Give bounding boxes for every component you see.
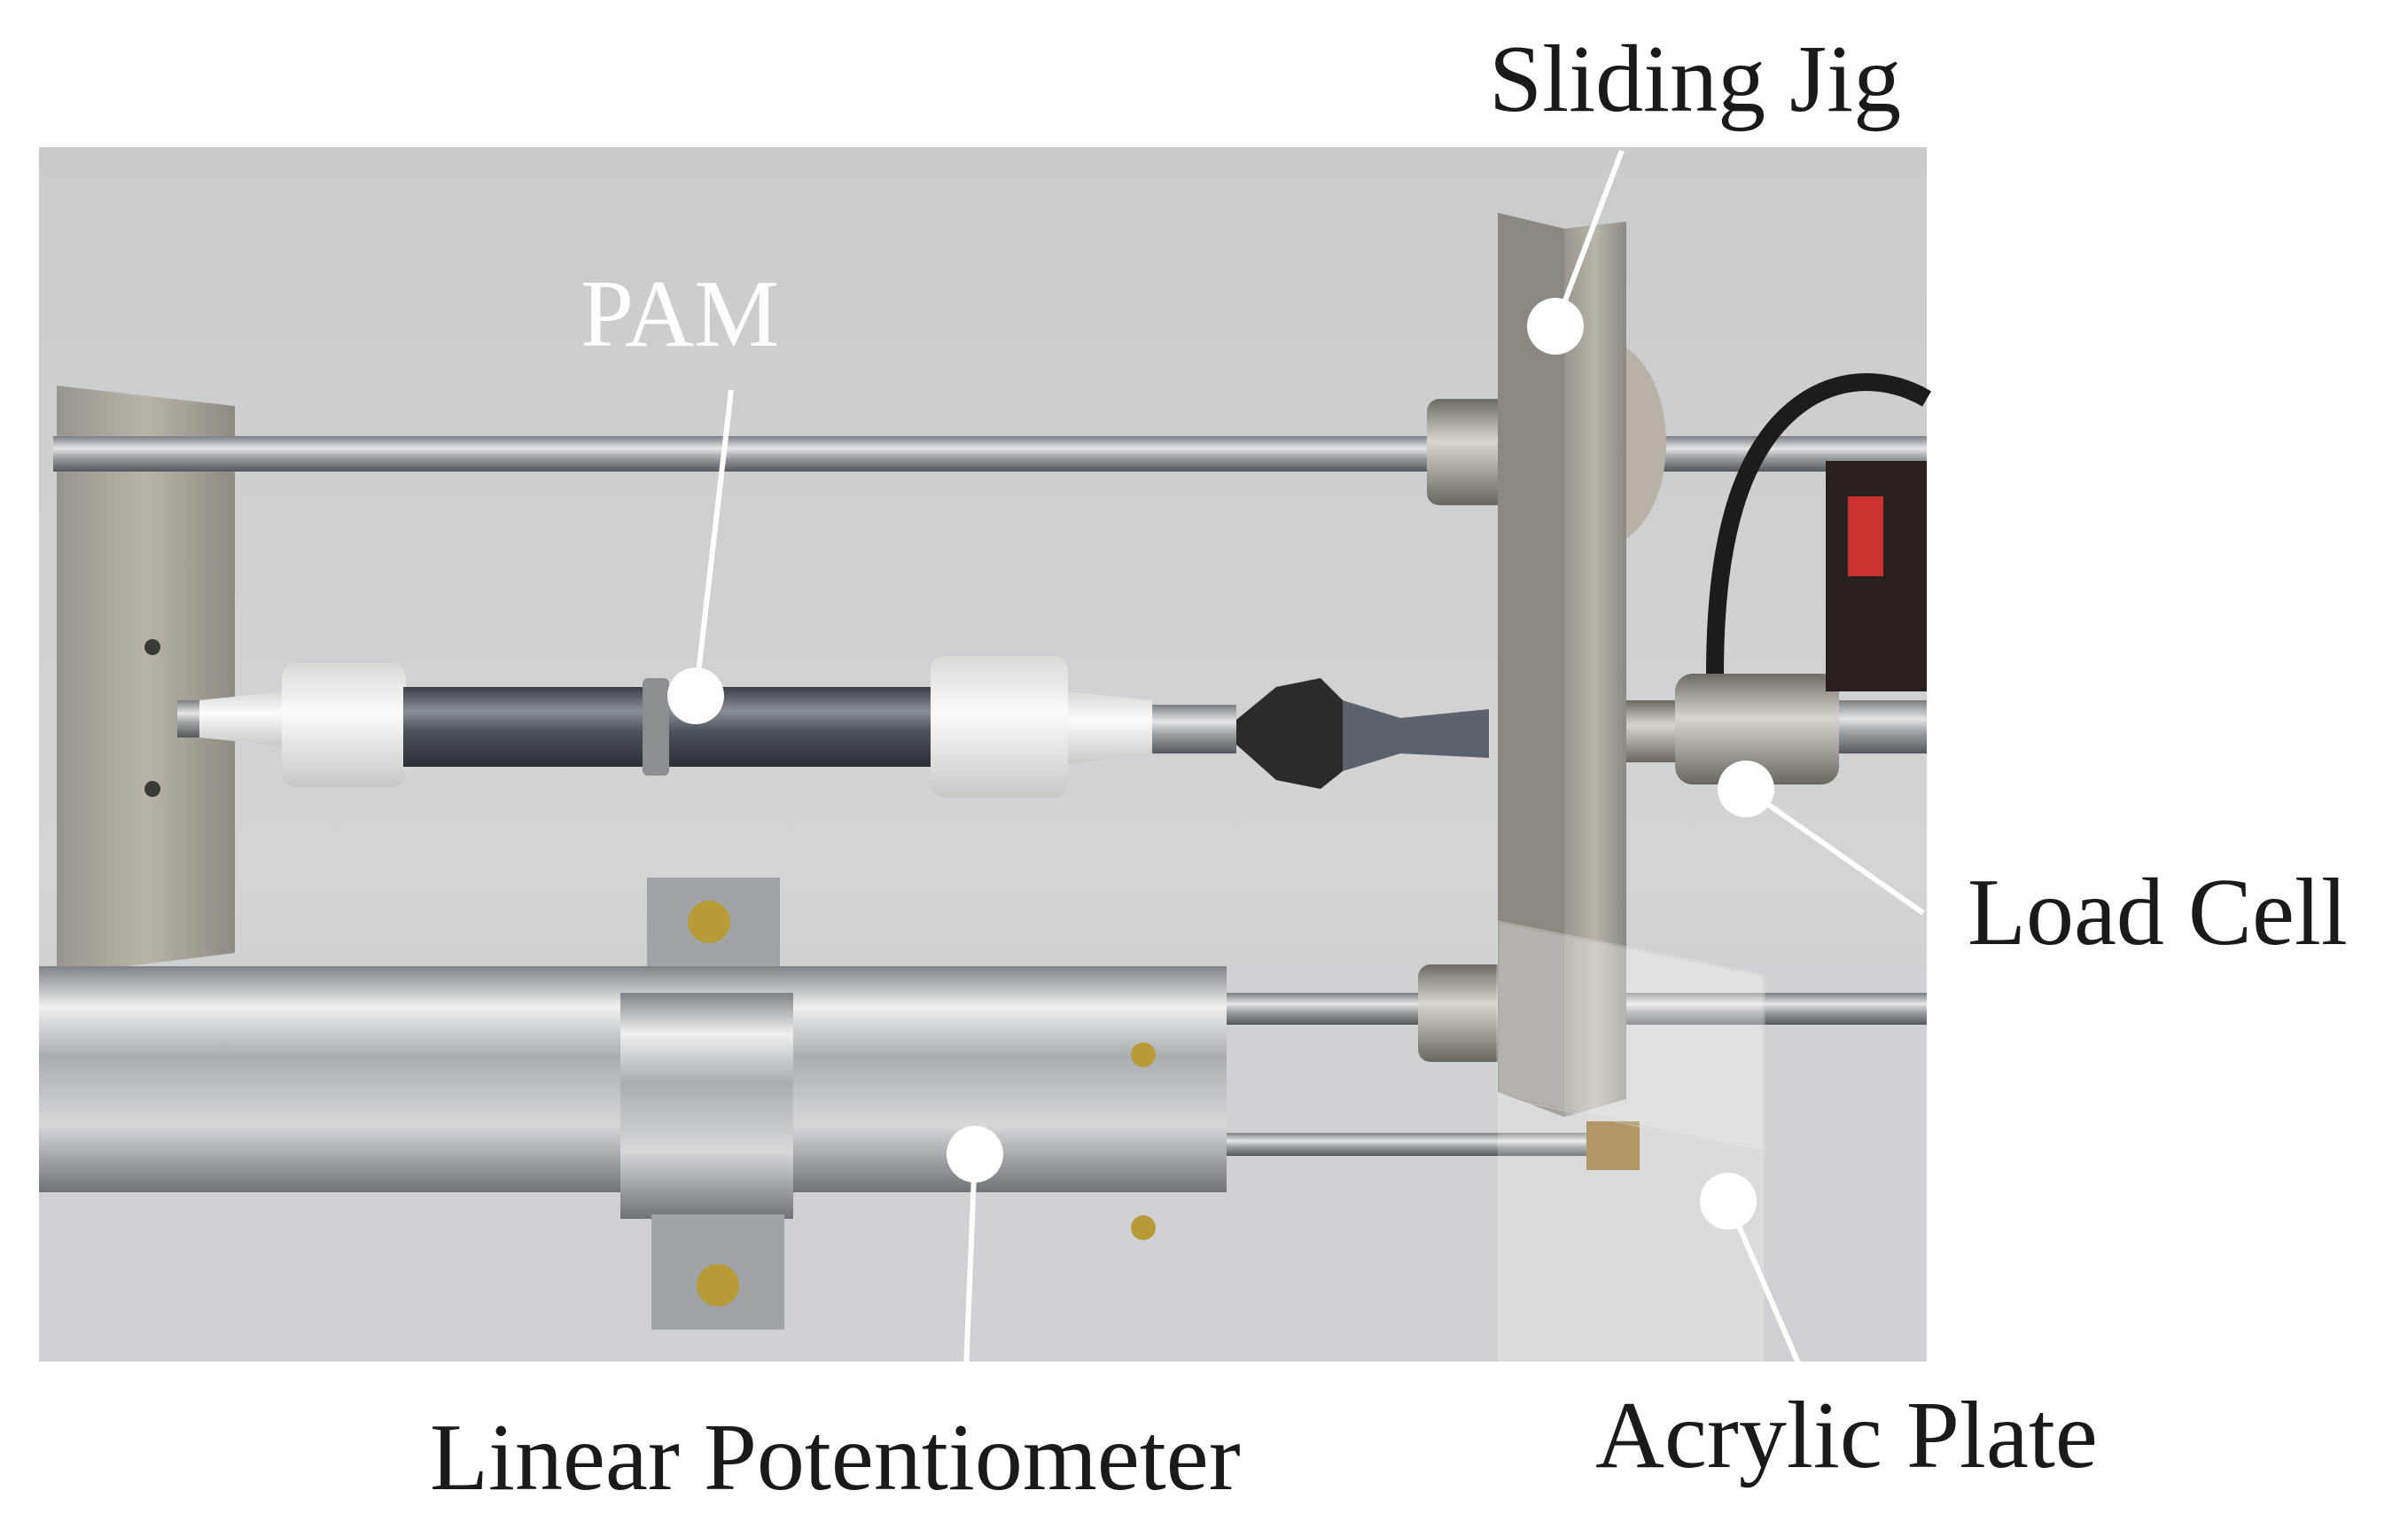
- sliding-jig-plate: [1564, 222, 1626, 1117]
- callouts: [667, 149, 1925, 1370]
- load-cell-body: [1675, 674, 1839, 784]
- callout-dot-sliding-jig: [1527, 298, 1584, 355]
- labels: Sliding Jig PAM Load Cell Linear Potenti…: [430, 27, 2348, 1510]
- label-acrylic-plate: Acrylic Plate: [1595, 1383, 2098, 1488]
- pam-left-tip: [199, 691, 284, 746]
- lower-bushing: [1418, 964, 1516, 1062]
- pam-right-tip: [1068, 691, 1152, 764]
- callout-line-load-cell: [1744, 786, 1925, 916]
- pam-right-cap: [931, 656, 1068, 798]
- electronics-component: [1848, 496, 1883, 576]
- acrylic-plate: [1496, 920, 1765, 1154]
- label-pam: PAM: [581, 261, 779, 367]
- label-linear-potentiometer: Linear Potentiometer: [430, 1405, 1241, 1510]
- pam-connector: [1152, 705, 1236, 753]
- bracket-bolt: [697, 1264, 739, 1307]
- jig-plate-edge: [1498, 213, 1564, 1117]
- left-end-plate: [57, 386, 235, 975]
- load-cell-shaft: [1839, 700, 1927, 753]
- potentiometer-clamp-band: [620, 993, 793, 1219]
- load-cell-nut: [1626, 700, 1679, 762]
- callout-line-linear-potentiometer: [963, 1153, 978, 1370]
- callout-dot-pam: [667, 667, 724, 724]
- rod-end: [1343, 700, 1489, 771]
- pam-clamp: [643, 678, 669, 776]
- bolt-hole: [144, 781, 160, 797]
- label-load-cell: Load Cell: [1968, 860, 2348, 965]
- barrel-screw: [1131, 1215, 1156, 1240]
- callout-dot-load-cell: [1718, 761, 1774, 817]
- callout-line-sliding-jig: [1553, 149, 1625, 328]
- bolt-hole: [144, 639, 160, 655]
- load-cell-cable: [1706, 373, 1932, 675]
- label-sliding-jig: Sliding Jig: [1489, 27, 1901, 132]
- callout-line-acrylic-plate: [1726, 1199, 1802, 1367]
- callout-line-pam: [693, 389, 734, 697]
- pam-left-cap: [282, 663, 406, 787]
- callout-dot-acrylic-plate: [1700, 1173, 1757, 1229]
- bracket-bolt: [688, 901, 730, 943]
- rubber-boot: [1236, 678, 1343, 789]
- rod-nut: [1586, 1121, 1640, 1170]
- acrylic-plate-lower: [1498, 1096, 1764, 1362]
- callout-dot-linear-potentiometer: [947, 1126, 1003, 1182]
- barrel-screw: [1131, 1042, 1156, 1067]
- potentiometer-rod: [1227, 1133, 1634, 1156]
